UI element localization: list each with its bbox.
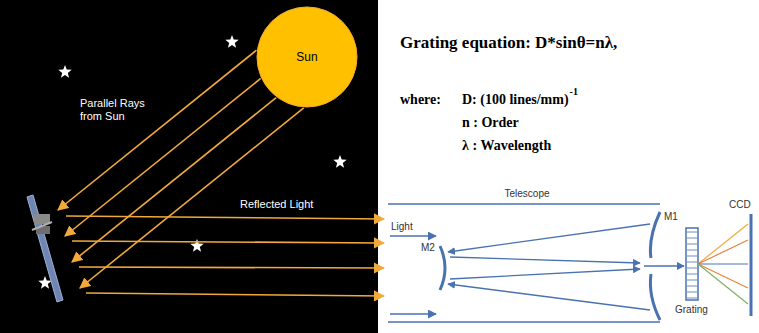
star <box>225 35 238 48</box>
variable-definition: λ : Wavelength <box>462 137 551 154</box>
star <box>190 239 203 252</box>
telescope-tube: Telescope <box>386 186 668 326</box>
reflected-ray <box>79 267 384 268</box>
sun-ray <box>72 98 276 262</box>
sun-label: Sun <box>296 50 317 64</box>
reflected-ray <box>66 216 384 219</box>
grating-line <box>687 292 697 293</box>
satellite-arm <box>32 222 52 230</box>
variable-definition: n : Order <box>462 114 519 131</box>
ray-label: Reflected Light <box>240 198 313 211</box>
ray-label: Parallel Rays from Sun <box>80 97 158 123</box>
light-ray <box>644 265 684 266</box>
sun-ray <box>58 50 256 210</box>
grating-line <box>687 262 697 263</box>
dispersed-ray <box>698 264 748 304</box>
dispersed-ray <box>698 263 748 264</box>
star <box>58 65 71 78</box>
grating-line <box>687 298 697 299</box>
m2-mirror <box>440 246 445 290</box>
superscript: -1 <box>570 86 578 98</box>
light-arrow <box>390 235 436 237</box>
dispersed-ray <box>698 224 748 264</box>
variable-definition: D: (100 lines/mm) <box>462 91 569 108</box>
tube-wall <box>388 203 660 205</box>
grating-line <box>687 286 697 287</box>
m1-mirror <box>650 274 660 320</box>
star <box>333 155 346 168</box>
part-label: M2 <box>421 242 435 254</box>
grating-line <box>687 280 697 281</box>
space-background <box>0 0 378 333</box>
grating-line <box>687 232 697 233</box>
sun-ray <box>65 78 261 236</box>
grating-line <box>687 274 697 275</box>
light-ray <box>448 284 650 310</box>
sun-ray <box>80 108 304 288</box>
grating-line <box>687 250 697 251</box>
grating-line <box>687 238 697 239</box>
part-label: Light <box>391 221 413 233</box>
part-label: Grating <box>675 304 708 316</box>
dispersed-ray <box>698 240 748 264</box>
grating <box>686 228 698 300</box>
light-ray <box>448 224 650 252</box>
legend-heading: where: <box>400 91 441 108</box>
satellite-body <box>34 214 50 224</box>
satellite-body <box>32 214 52 234</box>
grating-line <box>687 268 697 269</box>
mirror-panel <box>27 195 63 302</box>
part-label: M1 <box>664 211 678 223</box>
grating-line <box>687 244 697 245</box>
light-arrow <box>390 313 436 315</box>
reflected-rays <box>66 216 384 296</box>
light-ray <box>450 257 640 263</box>
tube-wall <box>388 321 660 323</box>
reflected-ray <box>72 241 384 243</box>
part-label: CCD <box>729 199 751 211</box>
m1-mirror <box>650 212 660 258</box>
light-ray <box>450 269 640 279</box>
sun-circle: Sun <box>256 6 358 108</box>
telescope-optics <box>390 212 698 320</box>
equation-text: Grating equation: D*sinθ=nλ, <box>400 33 617 53</box>
reflected-ray <box>86 293 384 296</box>
ccd-detector <box>750 214 753 316</box>
sun-circle <box>257 7 357 107</box>
grating-line <box>687 256 697 257</box>
telescope-label: Telescope <box>386 188 668 200</box>
telescope-tube-outline <box>386 186 668 326</box>
dispersed-rays <box>698 224 748 304</box>
